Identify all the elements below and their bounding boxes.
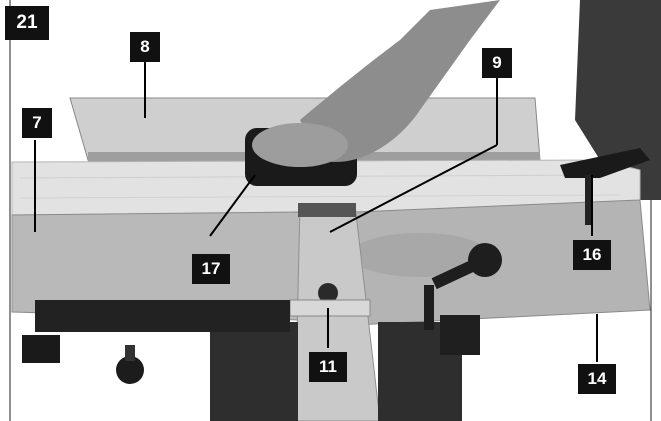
lock-knob-stem <box>125 345 135 361</box>
clamp-lever <box>560 148 650 178</box>
blade-guard-top <box>298 203 356 217</box>
extension-bar <box>35 300 290 332</box>
machine-cabinet <box>440 315 480 355</box>
callout-label-infeed-table: 7 <box>22 108 52 138</box>
clamp-lever-post <box>585 175 593 225</box>
hand <box>252 123 348 167</box>
guard-knob <box>318 283 338 303</box>
machine-body-left <box>210 322 298 421</box>
wood-board <box>11 159 641 216</box>
callout-label-push-block: 17 <box>192 254 230 284</box>
callout-label-clamp-lever: 16 <box>573 240 611 270</box>
callout-label-fence: 8 <box>130 32 160 62</box>
figure-number-label: 21 <box>5 6 49 40</box>
callout-label-blade-guard: 9 <box>482 48 512 78</box>
callout-label-outfeed-table: 14 <box>578 364 616 394</box>
crank-post <box>424 285 434 330</box>
extension-end-clamp <box>22 335 60 363</box>
lock-knob-left <box>116 356 144 384</box>
leader-blade-guard-diag <box>329 144 498 233</box>
crank-arm <box>431 256 484 290</box>
table-reflection <box>350 233 490 277</box>
callout-label-guard-knob: 11 <box>309 352 347 382</box>
leader-push-block <box>209 174 256 237</box>
hand-arm <box>300 0 500 162</box>
guard-bracket <box>289 299 371 317</box>
wood-grain-2 <box>19 194 621 199</box>
